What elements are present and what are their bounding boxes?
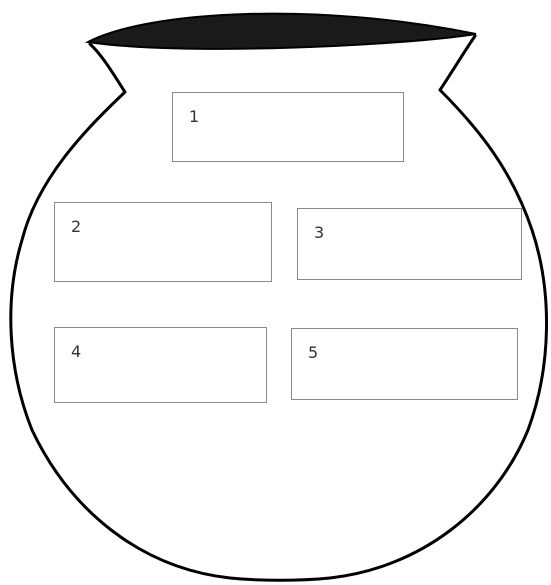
answer-box-3: 3 [297,208,522,280]
box-number-3: 3 [314,223,324,242]
box-number-4: 4 [71,342,81,361]
pot-mouth [88,14,476,49]
box-number-2: 2 [71,217,81,236]
box-number-5: 5 [308,343,318,362]
answer-box-4: 4 [54,327,267,403]
box-number-1: 1 [189,107,199,126]
answer-box-1: 1 [172,92,404,162]
answer-box-5: 5 [291,328,518,400]
answer-box-2: 2 [54,202,272,282]
